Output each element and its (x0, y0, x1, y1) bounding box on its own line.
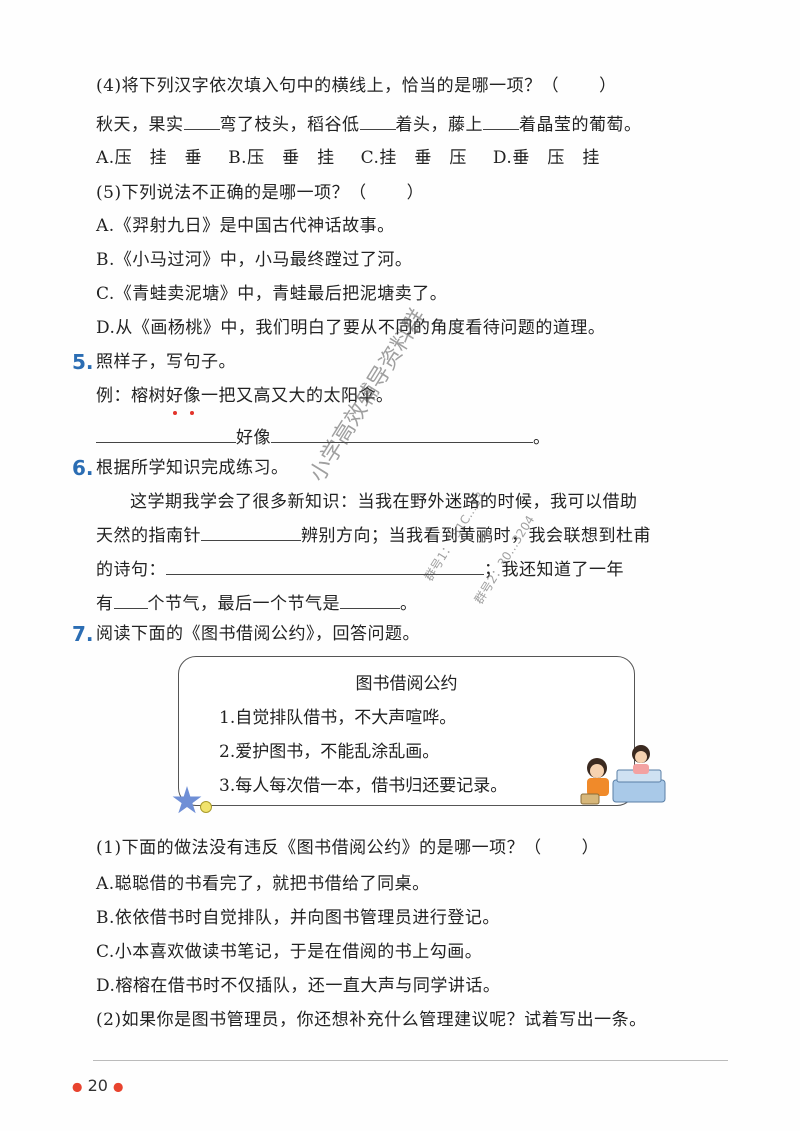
q7-option[interactable]: B.依依借书时自觉排队，并向图书管理员进行登记。 (96, 908, 500, 928)
section-number: 6. (72, 456, 94, 480)
q4-stem: (4)将下列汉字依次填入句中的横线上，恰当的是哪一项？（） (96, 76, 617, 96)
q4-sentence: 秋天，果实弯了枝头，稻谷低着头，藤上着晶莹的葡萄。 (96, 111, 642, 137)
section-number: 5. (72, 350, 94, 374)
q4-options: A.压 挂 垂 B.压 垂 挂 C.挂 垂 压 D.垂 压 挂 (96, 146, 626, 170)
answer-blank[interactable] (96, 424, 236, 443)
footer-divider (93, 1060, 728, 1061)
section-title: 照样子，写句子。 (96, 352, 236, 372)
q5-option[interactable]: B.《小马过河》中，小马最终蹚过了河。 (96, 250, 413, 270)
q7-option[interactable]: D.榕榕在借书时不仅插队，还一直大声与同学讲话。 (96, 976, 501, 996)
section-title: 阅读下面的《图书借阅公约》，回答问题。 (96, 624, 420, 644)
answer-blank[interactable] (359, 111, 396, 130)
q5-option[interactable]: A.《羿射九日》是中国古代神话故事。 (96, 216, 395, 236)
answer-blank[interactable] (271, 424, 533, 443)
rule-item: 2.爱护图书，不能乱涂乱画。 (219, 742, 440, 762)
answer-blank[interactable] (166, 556, 484, 575)
knowledge-text: 的诗句：；我还知道了一年 (96, 556, 624, 582)
answer-blank[interactable] (483, 111, 519, 130)
imitation-sentence: 好像。 (96, 424, 551, 450)
ball-icon (200, 801, 212, 813)
q4-option[interactable]: A.压 挂 垂 (96, 148, 203, 168)
q5-option[interactable]: D.从《画杨桃》中，我们明白了要从不同的角度看待问题的道理。 (96, 318, 606, 338)
q4-option[interactable]: C.挂 垂 压 (360, 148, 467, 168)
section-number: 7. (72, 622, 94, 646)
rules-title: 图书借阅公约 (355, 674, 458, 694)
answer-blank[interactable] (113, 590, 148, 609)
knowledge-text: 这学期我学会了很多新知识：当我在野外迷路的时候，我可以借助 (130, 492, 638, 512)
rule-item: 1.自觉排队借书，不大声喧哗。 (219, 708, 457, 728)
q4-option[interactable]: B.压 垂 挂 (228, 148, 335, 168)
knowledge-text: 有个节气，最后一个节气是。 (96, 590, 418, 616)
q7-option[interactable]: A.聪聪借的书看完了，就把书借给了同桌。 (96, 874, 430, 894)
q7-1-stem: (1)下面的做法没有违反《图书借阅公约》的是哪一项？（） (96, 838, 600, 858)
library-rules-box: 图书借阅公约 1.自觉排队借书，不大声喧哗。 2.爱护图书，不能乱涂乱画。 3.… (178, 656, 635, 806)
answer-blank[interactable] (183, 111, 220, 130)
q5-stem: (5)下列说法不正确的是哪一项？（） (96, 183, 425, 203)
rule-item: 3.每人每次借一本，借书归还要记录。 (219, 776, 508, 796)
knowledge-text: 天然的指南针辨别方向；当我看到黄鹂时，我会联想到杜甫 (96, 522, 651, 548)
answer-blank[interactable] (201, 522, 301, 541)
q7-option[interactable]: C.小本喜欢做读书笔记，于是在借阅的书上勾画。 (96, 942, 483, 962)
example-sentence: 例：榕树好像一把又高又大的太阳伞。 (96, 386, 394, 406)
q4-option[interactable]: D.垂 压 挂 (492, 148, 600, 168)
children-reading-illustration (580, 745, 666, 805)
page-number: ● 20 ● (72, 1076, 124, 1095)
section-title: 根据所学知识完成练习。 (96, 458, 289, 478)
q7-2-stem: (2)如果你是图书管理员，你还想补充什么管理建议呢？试着写出一条。 (96, 1010, 647, 1030)
answer-blank[interactable] (340, 590, 400, 609)
q5-option[interactable]: C.《青蛙卖泥塘》中，青蛙最后把泥塘卖了。 (96, 284, 448, 304)
